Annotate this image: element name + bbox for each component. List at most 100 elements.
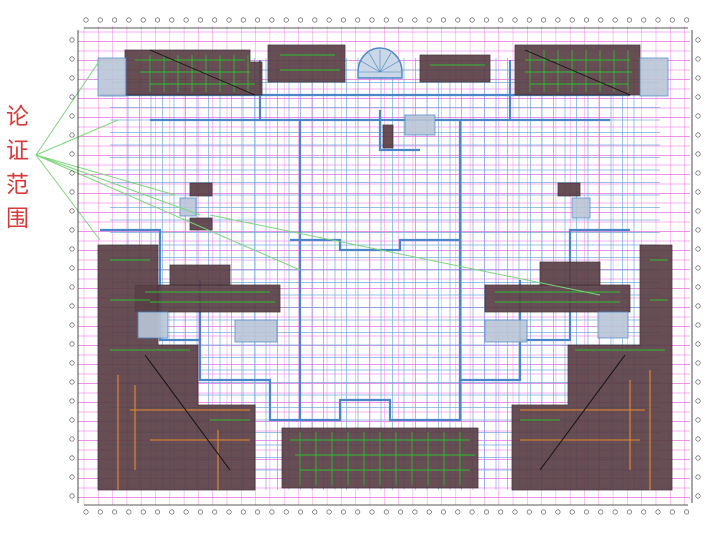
axis-bubble-top — [312, 17, 318, 23]
axis-bubble-bottom — [655, 509, 661, 515]
scope-annotation-line-1: 论证 — [6, 104, 30, 164]
rotunda-ray — [379, 60, 400, 73]
axis-bubble-right — [695, 436, 701, 442]
axis-bubble-bottom — [541, 509, 547, 515]
axis-bubble-bottom — [612, 509, 618, 515]
diagonal-line — [539, 354, 626, 471]
axis-bubble-bottom — [140, 509, 146, 515]
block-bottom-left — [97, 244, 256, 491]
axis-bubble-top — [240, 17, 246, 23]
stair-box — [571, 197, 591, 219]
block-bottom-right — [511, 244, 673, 491]
axis-bubble-left — [69, 417, 75, 423]
axis-bubble-top — [226, 17, 232, 23]
wall-outline — [378, 110, 420, 152]
diagonal-line — [524, 49, 631, 96]
axis-bubble-bottom — [83, 509, 89, 515]
axis-bubble-left — [69, 208, 75, 214]
axis-bubble-bottom — [555, 509, 561, 515]
axis-bubble-bottom — [240, 509, 246, 515]
axis-bubble-bottom — [583, 509, 589, 515]
axis-bubble-top — [112, 17, 118, 23]
axis-bubble-top — [255, 17, 261, 23]
axis-bubble-top — [583, 17, 589, 23]
axis-bubble-bottom — [197, 509, 203, 515]
axis-bubble-top — [426, 17, 432, 23]
axis-bubble-right — [695, 379, 701, 385]
axis-bubble-right — [695, 170, 701, 176]
stair-box — [137, 311, 169, 339]
axis-bubble-top — [526, 17, 532, 23]
dimension-ticks — [69, 17, 701, 515]
axis-bubble-bottom — [226, 509, 232, 515]
axis-bubble-right — [695, 246, 701, 252]
axis-bubble-left — [69, 56, 75, 62]
axis-bubble-left — [69, 151, 75, 157]
block-mid-left-small — [189, 182, 213, 197]
axis-bubble-bottom — [183, 509, 189, 515]
axis-bubble-bottom — [526, 509, 532, 515]
leader-line — [35, 154, 301, 271]
axis-bubble-right — [695, 75, 701, 81]
axis-bubble-top — [569, 17, 575, 23]
axis-bubble-left — [69, 75, 75, 81]
axis-bubble-right — [695, 417, 701, 423]
axis-bubble-top — [197, 17, 203, 23]
stair-box — [404, 114, 436, 136]
stair-box — [639, 57, 669, 97]
leader-line — [35, 154, 201, 216]
block-mid-right-small — [557, 182, 581, 197]
axis-bubble-top — [483, 17, 489, 23]
axis-bubble-top — [155, 17, 161, 23]
axis-bubble-left — [69, 246, 75, 252]
axis-bubble-bottom — [412, 509, 418, 515]
axis-bubble-bottom — [440, 509, 446, 515]
axis-bubble-top — [83, 17, 89, 23]
green-room-lines — [110, 50, 668, 485]
axis-bubble-left — [69, 94, 75, 100]
block-mid-right-upper — [539, 261, 601, 286]
axis-bubble-left — [69, 284, 75, 290]
wall-outline — [100, 228, 630, 422]
axis-bubble-right — [695, 151, 701, 157]
axis-bubble-top — [340, 17, 346, 23]
axis-bubble-bottom — [269, 509, 275, 515]
axis-bubble-top — [412, 17, 418, 23]
axis-bubble-top — [297, 17, 303, 23]
axis-bubble-top — [97, 17, 103, 23]
axis-bubble-top — [140, 17, 146, 23]
rotunda-ray — [360, 60, 381, 73]
axis-bubble-left — [69, 341, 75, 347]
axis-bubble-bottom — [455, 509, 461, 515]
axis-bubble-top — [498, 17, 504, 23]
axis-bubble-bottom — [126, 509, 132, 515]
axis-bubble-top — [684, 17, 690, 23]
axis-bubble-right — [695, 113, 701, 119]
axis-bubble-bottom — [340, 509, 346, 515]
axis-bubble-left — [69, 227, 75, 233]
axis-bubble-bottom — [169, 509, 175, 515]
axis-bubble-right — [695, 303, 701, 309]
block-center-core — [382, 124, 394, 149]
axis-bubble-top — [126, 17, 132, 23]
stair-box — [597, 311, 629, 339]
axis-bubble-bottom — [97, 509, 103, 515]
block-mid-left-small-2 — [189, 217, 213, 231]
axis-bubble-left — [69, 303, 75, 309]
axis-bubble-top — [469, 17, 475, 23]
axis-bubble-bottom — [426, 509, 432, 515]
axis-bubble-bottom — [483, 509, 489, 515]
axis-bubble-left — [69, 37, 75, 43]
axis-bubble-right — [695, 493, 701, 499]
axis-bubble-right — [695, 455, 701, 461]
axis-bubble-left — [69, 455, 75, 461]
axis-bubble-top — [269, 17, 275, 23]
diagonal-line — [144, 354, 231, 471]
axis-bubble-right — [695, 322, 701, 328]
axis-bubble-left — [69, 474, 75, 480]
axis-bubble-top — [655, 17, 661, 23]
axis-bubble-right — [695, 360, 701, 366]
axis-bubble-bottom — [641, 509, 647, 515]
stair-box — [179, 197, 197, 217]
axis-bubble-top — [326, 17, 332, 23]
